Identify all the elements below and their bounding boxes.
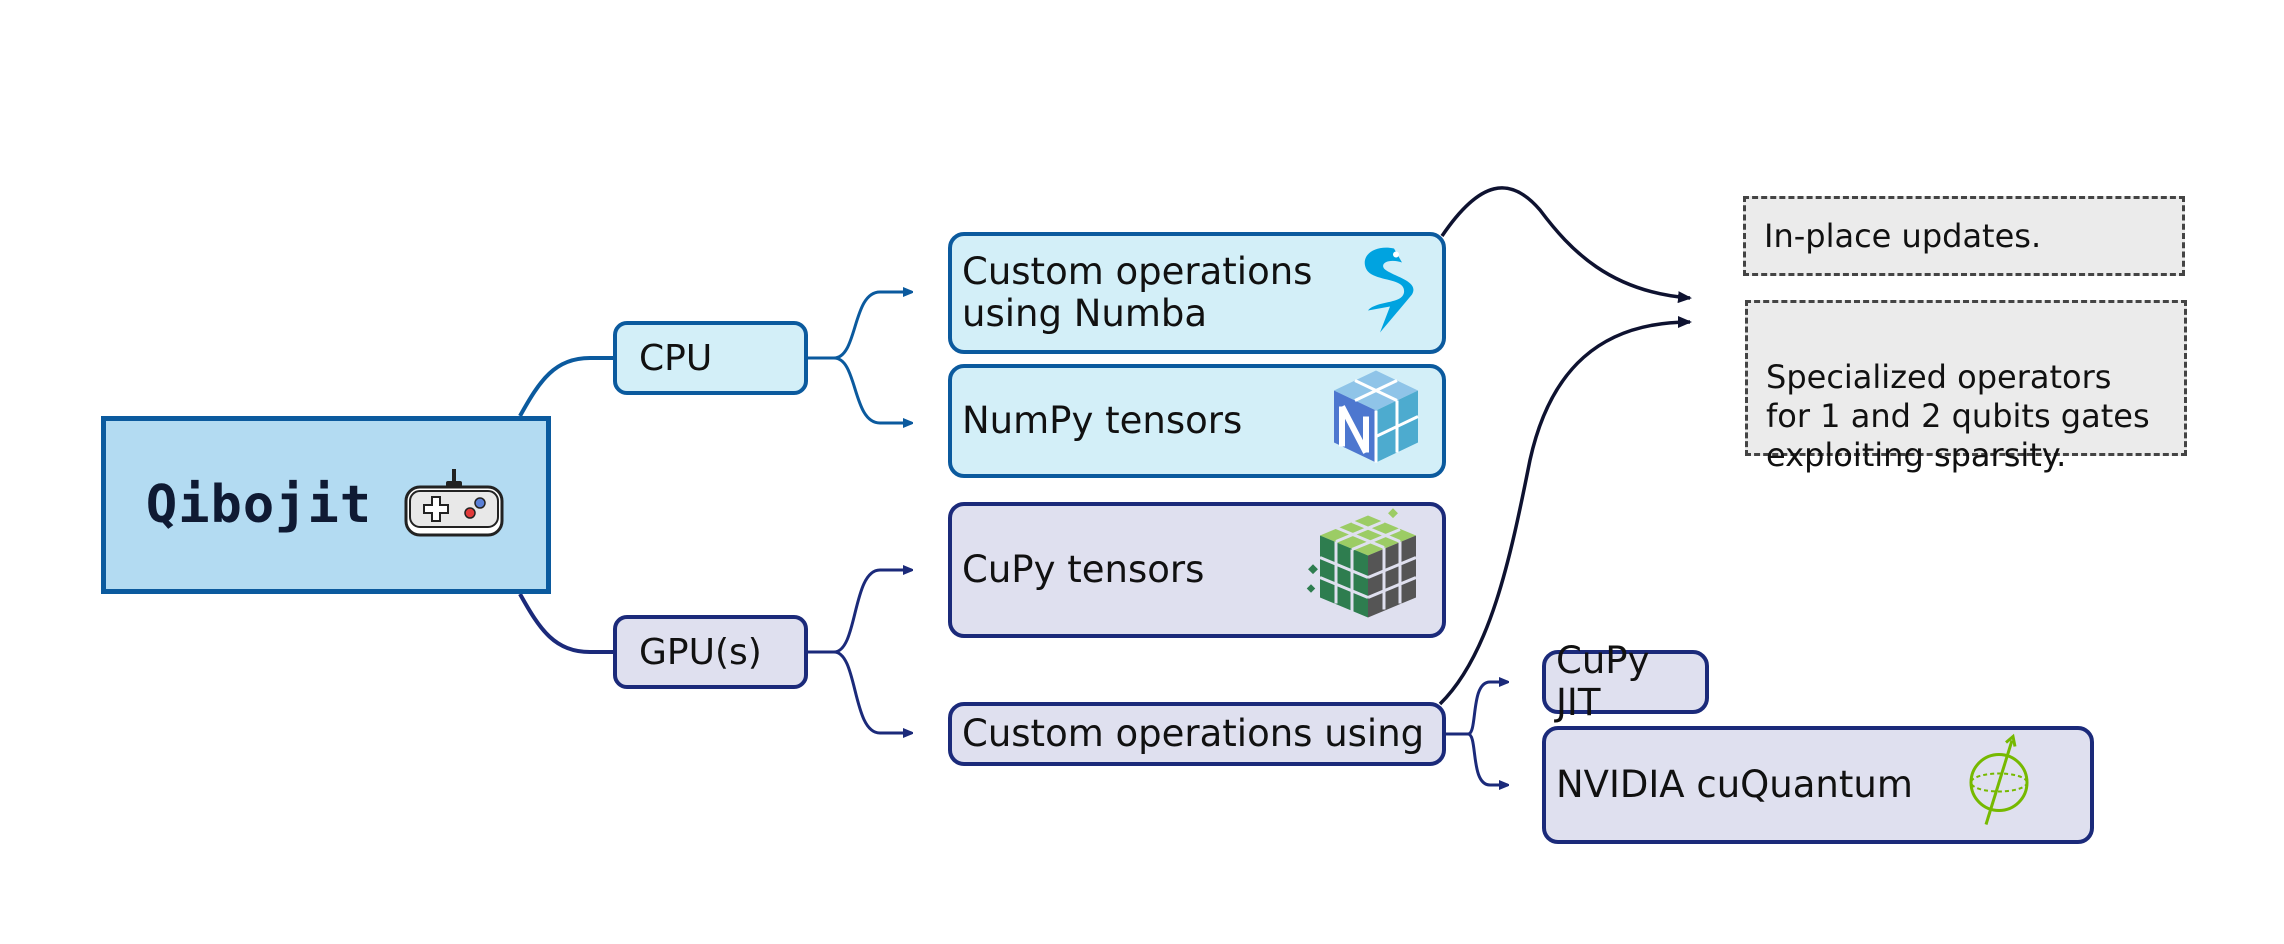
leaf-cupy: CuPy tensors bbox=[948, 502, 1446, 638]
branch-gpu: GPU(s) bbox=[613, 615, 808, 689]
note-specialized-operators: Specialized operators for 1 and 2 qubits… bbox=[1745, 300, 2187, 474]
leaf-numpy-label: NumPy tensors bbox=[962, 399, 1243, 442]
note-in-place-text: In-place updates. bbox=[1764, 217, 2042, 255]
option-cuquantum: NVIDIA cuQuantum bbox=[1542, 726, 2094, 844]
leaf-numba-label: Custom operations using Numba bbox=[962, 250, 1313, 335]
branch-cpu: CPU bbox=[613, 321, 808, 395]
link-custom-cupyjit bbox=[1446, 682, 1508, 736]
numpy-cube-icon bbox=[1326, 367, 1426, 476]
link-gpu-custom bbox=[833, 650, 912, 733]
root-node-qibojit: Qibojit bbox=[101, 416, 551, 594]
leaf-cupy-label: CuPy tensors bbox=[962, 548, 1205, 591]
option-cupy-jit: CuPy JIT bbox=[1542, 640, 1709, 724]
cupy-cube-icon bbox=[1306, 506, 1426, 635]
branch-gpu-label: GPU(s) bbox=[639, 631, 762, 673]
link-root-cpu bbox=[518, 356, 614, 417]
leaf-numba: Custom operations using Numba bbox=[948, 232, 1446, 354]
branch-cpu-label: CPU bbox=[639, 337, 713, 379]
numba-snake-icon bbox=[1346, 241, 1426, 346]
leaf-custom-operations: Custom operations using bbox=[948, 702, 1446, 766]
root-title: Qibojit bbox=[145, 475, 373, 535]
option-cuquantum-label: NVIDIA cuQuantum bbox=[1556, 763, 1913, 806]
link-root-gpu bbox=[518, 593, 614, 654]
link-custom-notes bbox=[1438, 316, 1692, 706]
cuquantum-bloch-sphere-icon bbox=[1964, 733, 2034, 838]
link-cpu-numpy bbox=[833, 356, 912, 423]
leaf-numpy: NumPy tensors bbox=[948, 364, 1446, 478]
link-gpu-cupy bbox=[808, 570, 912, 654]
link-cpu-numba bbox=[808, 292, 912, 360]
link-numba-notes bbox=[1440, 186, 1692, 304]
note-in-place-updates: In-place updates. bbox=[1743, 196, 2185, 276]
leaf-custom-label: Custom operations using bbox=[962, 712, 1425, 755]
note-specialized-text: Specialized operators for 1 and 2 qubits… bbox=[1766, 358, 2150, 474]
option-cupy-jit-label: CuPy JIT bbox=[1556, 639, 1650, 724]
gamepad-icon bbox=[402, 467, 506, 543]
link-custom-cuquantum bbox=[1467, 732, 1508, 785]
